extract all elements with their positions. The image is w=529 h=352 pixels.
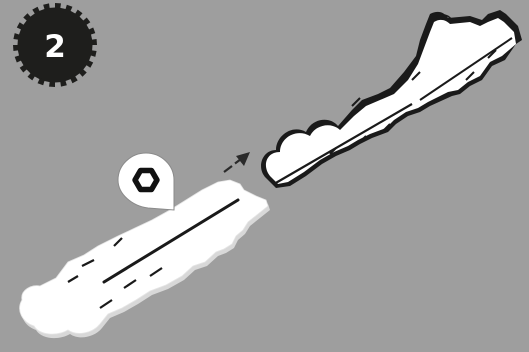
step-number: 2 — [44, 29, 66, 65]
